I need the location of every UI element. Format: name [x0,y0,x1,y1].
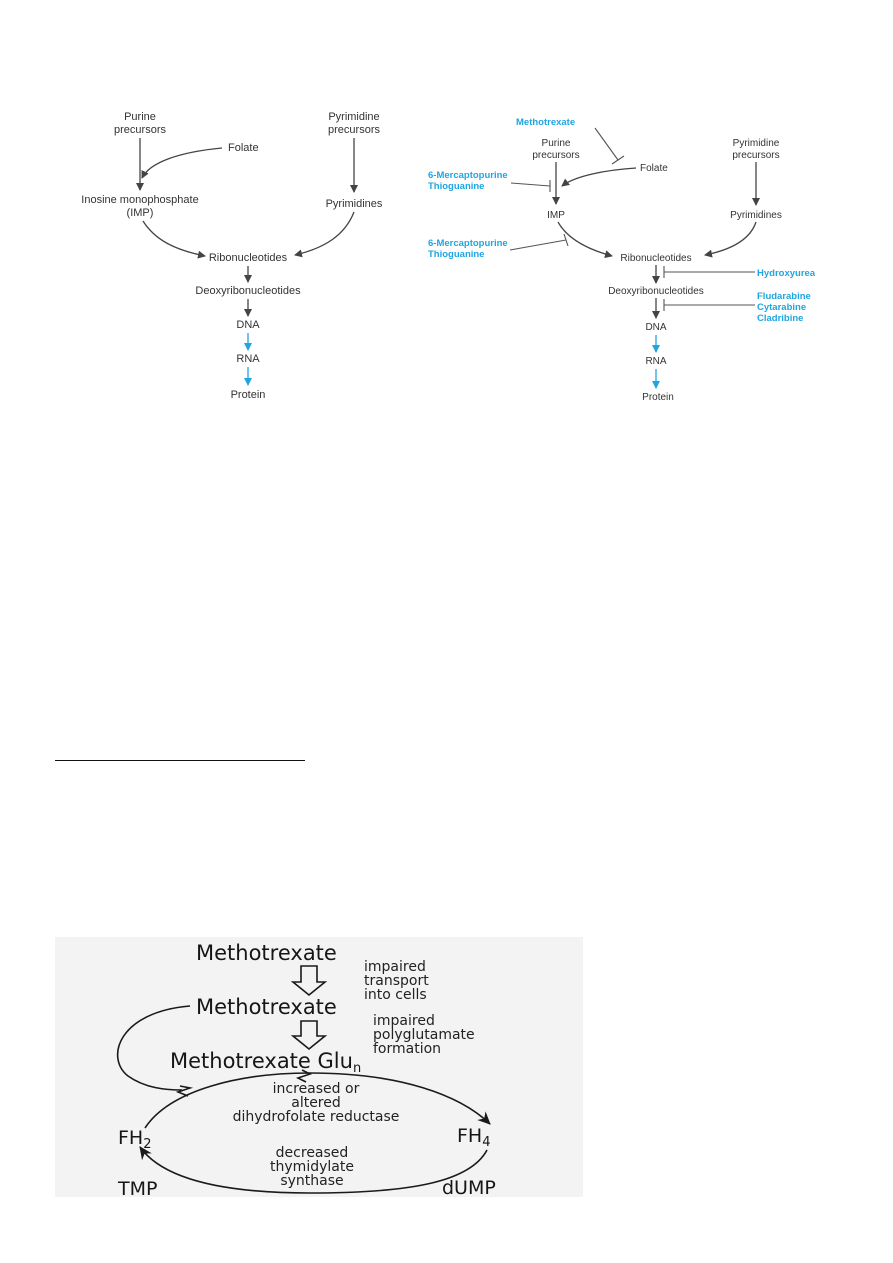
methotrexate-glu-subscript: n [353,1061,361,1076]
fh4-label: FH4 [457,1125,491,1150]
right-pyrimidine-precursors-label-2: precursors [732,150,779,161]
right-purine-precursors-label-2: precursors [532,150,579,161]
open-arrow-polyglutamate [290,1020,328,1051]
fh2-text: FH [118,1127,143,1149]
impaired-transport-label-1: impaired [364,959,426,975]
thioguanine-drug-label-2: Thioguanine [428,249,484,260]
dhfr-cycle-arc [144,1072,491,1129]
thymidylate-cycle-arc [139,1146,488,1194]
purine-precursors-label-1: Purine [124,111,156,123]
zigzag-inhibition-mark-1 [295,1069,313,1083]
increased-dhfr-label-3: dihydrofolate reductase [233,1109,400,1125]
pyrimidine-precursors-label-2: precursors [328,124,380,136]
impaired-polyglutamate-label-1: impaired [373,1013,435,1029]
methotrexate-inhibition-curve [116,1005,191,1091]
open-arrow-transport [290,965,328,997]
cytarabine-drug-label: Cytarabine [757,302,806,313]
dump-label: dUMP [442,1177,496,1199]
mercaptopurine-imp-inhibition-line [510,180,551,192]
right-pyrimidine-precursors-label-1: Pyrimidine [733,138,780,149]
right-dna-label: DNA [645,322,666,333]
impaired-polyglutamate-label-2: polyglutamate [373,1027,475,1043]
cladribine-drug-label: Cladribine [757,313,803,324]
purine-precursors-label-2: precursors [114,124,166,136]
methotrexate-top-label: Methotrexate [196,941,337,965]
increased-dhfr-label-2: altered [291,1095,341,1111]
right-ribonucleotides-label: Ribonucleotides [620,253,691,264]
rna-label: RNA [236,353,260,365]
right-rna-label: RNA [645,356,666,367]
impaired-polyglutamate-label-3: formation [373,1041,441,1057]
imp-label-2: (IMP) [127,207,154,219]
methotrexate-inhibition-line [594,127,625,165]
decreased-ts-label-2: thymidylate [270,1159,354,1175]
protein-label: Protein [231,389,266,401]
right-arrow-imp-to-ribonucleotides [557,221,613,259]
right-arrow-pyrimidines-to-ribonucleotides [704,221,757,258]
right-folate-label: Folate [640,163,668,174]
right-purine-precursors-label-1: Purine [542,138,571,149]
tmp-label: TMP [117,1178,157,1200]
impaired-transport-label-3: into cells [364,987,427,1003]
methotrexate-glu-text: Methotrexate Glu [170,1049,353,1073]
right-pyrimidines-label: Pyrimidines [730,210,782,221]
right-imp-label: IMP [547,210,565,221]
impaired-transport-label-2: transport [364,973,429,989]
decreased-ts-label-1: decreased [276,1145,349,1161]
folate-label: Folate [228,142,259,154]
methotrexate-mid-label: Methotrexate [196,995,337,1019]
deoxyribonucleotides-label: Deoxyribonucleotides [195,285,301,297]
fh2-subscript: 2 [143,1137,151,1152]
section-heading-underline [55,760,305,761]
right-protein-label: Protein [642,392,674,403]
mercaptopurine-drug-label-2: 6-Mercaptopurine [428,238,508,249]
arrow-pyrimidines-to-ribonucleotides [294,211,355,258]
fludarabine-drug-label: Fludarabine [757,291,811,302]
pyrimidines-label: Pyrimidines [326,198,383,210]
increased-dhfr-label-1: increased or [273,1081,360,1097]
thioguanine-drug-label-1: Thioguanine [428,181,484,192]
mercaptopurine-drug-label-1: 6-Mercaptopurine [428,170,508,181]
right-deoxyribonucleotides-label: Deoxyribonucleotides [608,286,704,297]
hydroxyurea-inhibition-line [663,266,755,278]
arrow-folate-to-imp [141,147,223,179]
decreased-ts-label-3: synthase [280,1173,343,1189]
dna-label: DNA [236,319,260,331]
mercaptopurine-ribo-inhibition-line [509,233,569,251]
fh4-subscript: 4 [482,1135,490,1150]
nucleoside-analog-inhibition-line [663,299,755,311]
arrow-imp-to-ribonucleotides [142,220,206,259]
zigzag-inhibition-mark-2 [175,1085,194,1097]
fh2-label: FH2 [118,1127,152,1152]
hydroxyurea-drug-label: Hydroxyurea [757,268,816,279]
fh4-text: FH [457,1125,482,1147]
pyrimidine-precursors-label-1: Pyrimidine [328,111,379,123]
right-arrow-folate-to-imp [561,167,637,187]
methotrexate-glu-label: Methotrexate Glun [170,1049,361,1076]
ribonucleotides-label: Ribonucleotides [209,252,288,264]
imp-label-1: Inosine monophosphate [81,194,198,206]
methotrexate-drug-label: Methotrexate [516,117,575,128]
